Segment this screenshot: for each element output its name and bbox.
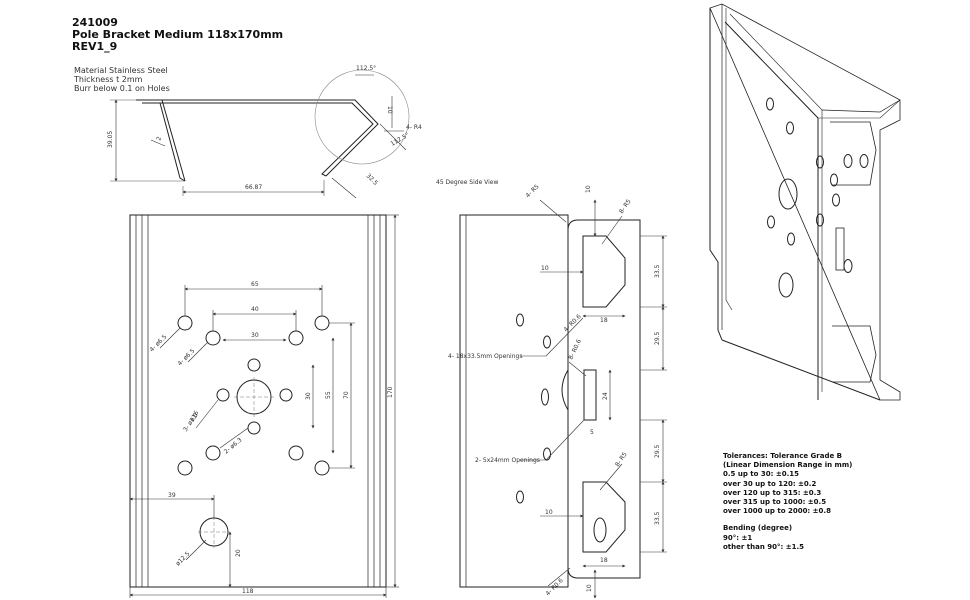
side-dim: 10 — [545, 509, 553, 516]
front-dim: 30 — [305, 392, 312, 400]
front-dim: 4- ø6.5 — [148, 333, 168, 353]
side-dim: 10 — [586, 584, 593, 592]
profile-dim: 112.5° — [390, 132, 411, 148]
part-name: Pole Bracket Medium 118x170mm — [72, 28, 284, 41]
side-dim: 4- R5 — [524, 183, 540, 199]
side-dim: 10 — [541, 265, 549, 272]
side-dim: 24 — [602, 392, 609, 400]
isometric-view — [709, 3, 901, 401]
front-dim: 30 — [251, 332, 259, 339]
side-view — [459, 199, 667, 599]
burr-note: Burr below 0.1 on Holes — [74, 84, 170, 93]
tolerance-subtitle: (Linear Dimension Range in mm) — [723, 461, 853, 470]
side-dim: 29.5 — [654, 444, 661, 458]
front-dim: 4- ø6.5 — [176, 347, 196, 367]
tolerance-line: 0.5 up to 30: ±0.15 — [723, 470, 799, 479]
side-view-caption: 45 Degree Side View — [436, 179, 499, 186]
side-dim: 18 — [600, 317, 608, 324]
side-dim: 10 — [585, 185, 592, 193]
side-dim: 8- R0.6 — [567, 338, 583, 361]
side-dim: 5 — [590, 429, 594, 436]
front-dim: 39 — [168, 492, 176, 499]
profile-dim: 32.5 — [365, 172, 380, 187]
tolerance-title: Tolerances: Tolerance Grade B — [723, 452, 843, 460]
profile-dim: 39.05 — [107, 131, 114, 148]
tolerance-line: over 30 up to 120: ±0.2 — [723, 479, 817, 488]
front-dim: 40 — [251, 306, 259, 313]
front-dim: 170 — [387, 386, 394, 398]
side-dim: 18 — [600, 557, 608, 564]
front-dim: ø12.5 — [174, 550, 191, 567]
material-note: Material Stainless Steel — [74, 66, 168, 75]
profile-dim: 2 — [155, 136, 163, 142]
front-dim: 70 — [343, 391, 350, 399]
profile-dim: 66.87 — [245, 184, 262, 191]
tolerance-line: over 120 up to 315: ±0.3 — [723, 488, 822, 497]
tolerance-block: Tolerances: Tolerance Grade B (Linear Di… — [723, 452, 852, 552]
bending-line: other than 90°: ±1.5 — [723, 542, 804, 551]
side-dim: 33.5 — [654, 264, 661, 278]
tolerance-line: over 1000 up to 2000: ±0.8 — [723, 507, 831, 516]
side-dim: 4- R0.6 — [562, 313, 582, 333]
side-dim: 29.5 — [654, 331, 661, 345]
revision: REV1_9 — [72, 40, 118, 53]
side-dim: 2- 5x24mm Openings — [475, 457, 540, 464]
side-dimension-labels: 4- R5 10 8- R5 10 33.5 4- R0.6 18 29.5 4… — [448, 183, 661, 597]
side-dim: 8- R5 — [618, 198, 633, 215]
side-dim: 4- 18x33.5mm Openings — [448, 353, 522, 360]
front-dim: 65 — [251, 281, 259, 288]
profile-dim: 4- R4 — [406, 124, 422, 131]
profile-dimension-labels: 112.5° 10 4- R4 112.5° 2 39.05 32.5 66.8… — [107, 65, 422, 191]
bending-title: Bending (degree) — [723, 524, 793, 533]
front-dim: 118 — [242, 588, 254, 595]
tolerance-line: over 315 up to 1000: ±0.5 — [723, 498, 827, 507]
profile-view — [110, 69, 410, 199]
profile-dim: 112.5° — [356, 65, 376, 72]
front-dimension-labels: 65 40 30 4- ø6.5 4- ø6.5 3- ø1.5 ø16 2- … — [148, 281, 394, 595]
profile-dim: 10 — [386, 106, 393, 114]
thickness-note: Thickness t 2mm — [74, 75, 143, 84]
bending-line: 90°: ±1 — [723, 533, 753, 542]
front-dim: 20 — [235, 549, 242, 557]
front-dim: 2- ø6.3 — [223, 436, 244, 455]
side-dim: 8- R5 — [614, 451, 629, 468]
front-dim: ø16 — [189, 410, 201, 423]
front-view — [129, 214, 399, 598]
part-number: 241009 — [72, 16, 118, 29]
side-dim: 33.5 — [654, 511, 661, 525]
front-dim: 55 — [325, 391, 332, 399]
